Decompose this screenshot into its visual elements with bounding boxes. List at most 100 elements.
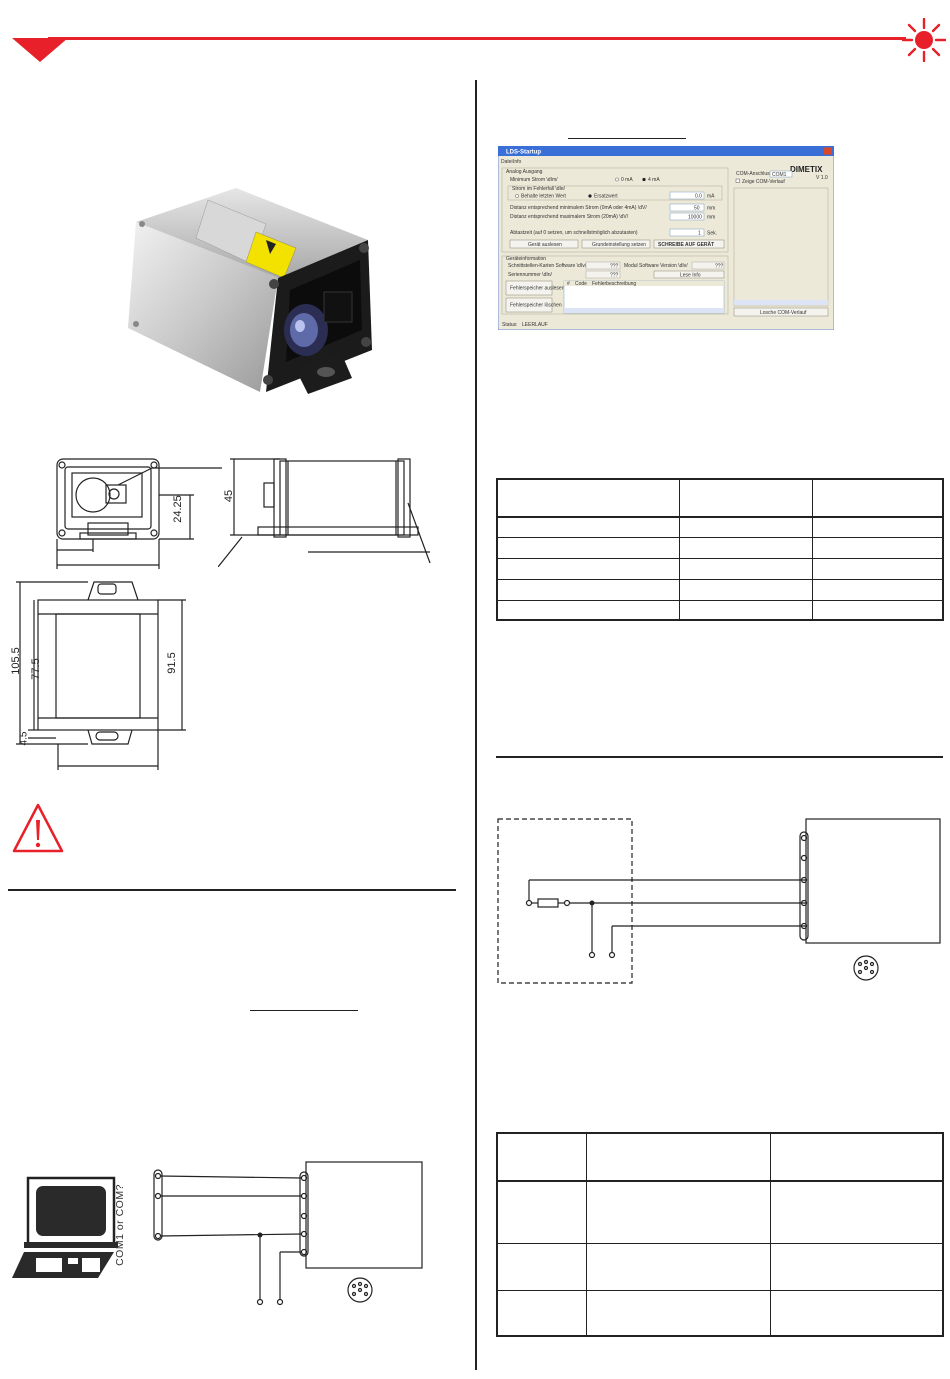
top-view-drawing xyxy=(16,581,186,770)
dist-max-value: 10000 xyxy=(688,215,702,221)
radio-0ma-label: 0 mA xyxy=(621,177,633,183)
error-read-button[interactable] xyxy=(505,280,553,296)
show-com-label: Zeige COM-Verlauf xyxy=(742,179,785,185)
status-value: LEERLAUF xyxy=(522,322,548,328)
error-col-code: Code xyxy=(575,281,587,287)
error-clear-button[interactable] xyxy=(505,297,553,313)
left-section-rule xyxy=(8,889,456,891)
module-value: ??? xyxy=(715,264,724,270)
dist-min-input[interactable] xyxy=(669,203,705,212)
com-port-select-label: COM-Anschluss: xyxy=(736,171,774,177)
com-port-value: COM1 xyxy=(772,172,787,178)
dist-max-label: Distanz entsprechend maximalem Strom (20… xyxy=(510,214,629,220)
radio-4ma[interactable] xyxy=(642,177,646,182)
read-device-button-label: Gerät auslesen xyxy=(528,242,562,248)
error-list[interactable] xyxy=(563,280,725,314)
read-info-button[interactable] xyxy=(653,270,725,279)
radio-replace-label: Ersatzwert xyxy=(594,194,618,200)
status-label: Status: xyxy=(502,322,518,328)
dist-max-unit: mm xyxy=(707,215,715,221)
com-port-label: COM1 or COM? xyxy=(114,1184,126,1266)
serial-label: Seriennummer \dIn/ xyxy=(508,272,553,278)
radio-4ma-label: 4 mA xyxy=(648,177,660,183)
menu-info[interactable]: Info xyxy=(513,159,522,165)
if-card-label: Schnittstellen-Karten Software \dIv/ xyxy=(508,263,587,269)
interval-label: Abtastzeit (auf 0 setzen, um schnellstmö… xyxy=(510,230,638,236)
read-device-button[interactable] xyxy=(509,239,579,249)
clear-com-button-label: Losche COM-Verlauf xyxy=(760,310,807,316)
replace-value-input[interactable] xyxy=(669,191,705,200)
dim-offset-label: 24.25 xyxy=(172,495,184,523)
warning-icon xyxy=(12,803,64,853)
table-row xyxy=(496,478,944,518)
serial-wiring-diagram xyxy=(153,1161,423,1306)
radio-replace[interactable] xyxy=(588,194,592,198)
right-section-rule xyxy=(496,756,943,758)
dim-total-length-label: 105.5 xyxy=(10,647,22,675)
radio-keep[interactable] xyxy=(515,194,519,198)
dim-height-label: 45 xyxy=(223,489,235,503)
dim-length-right-label: 91.5 xyxy=(166,652,178,674)
table-row xyxy=(496,557,944,580)
brand-logo: DIMETIX xyxy=(790,165,823,174)
laser-starburst-icon xyxy=(902,18,946,62)
serial-value: ??? xyxy=(610,273,619,279)
dist-min-unit: mm xyxy=(707,206,715,212)
dim-body-length-label: 77.5 xyxy=(30,658,42,680)
interval-input[interactable] xyxy=(669,228,705,237)
write-device-button[interactable] xyxy=(653,239,725,249)
com-log-panel[interactable] xyxy=(733,187,829,307)
replace-value: 0.0 xyxy=(695,194,702,200)
radio-0ma[interactable] xyxy=(615,177,619,182)
table-row xyxy=(496,599,944,621)
min-current-label: Minimum Strom \dIm/ xyxy=(510,177,558,183)
column-divider xyxy=(475,80,477,1370)
error-clear-button-label: Fehlerspeicher löschen xyxy=(510,303,562,309)
error-col-num: # xyxy=(567,281,570,287)
pin-assignment-table xyxy=(496,1132,944,1337)
front-view-drawing xyxy=(56,458,222,569)
info-group-label: Geräteinformation xyxy=(506,256,546,262)
table-row xyxy=(496,516,944,538)
side-view-drawing xyxy=(218,458,431,567)
analog-wiring-diagram xyxy=(497,818,941,984)
corner-triangle-icon xyxy=(12,38,68,62)
write-device-button-label: SCHREIBE AUF GERÄT xyxy=(658,241,714,248)
reset-defaults-button[interactable] xyxy=(581,239,651,249)
module-label: Modul Software Version \dIv/ xyxy=(624,263,688,269)
table-row xyxy=(496,578,944,601)
dist-min-value: 50 xyxy=(694,206,700,212)
window-title: LDS-Startup xyxy=(506,150,541,156)
error-read-button-label: Fehlerspeicher auslesen xyxy=(510,286,565,292)
replace-unit: mA xyxy=(707,194,715,200)
interval-unit: Sek. xyxy=(707,231,717,237)
software-window-render: LDS-Startup Datei Info Analog Ausgang Mi… xyxy=(498,146,834,330)
header-rule xyxy=(48,37,906,40)
read-info-button-label: Lese Info xyxy=(680,272,701,278)
table-row xyxy=(496,536,944,559)
dist-max-input[interactable] xyxy=(669,212,705,221)
right-link-underline xyxy=(568,138,686,139)
com-port-select[interactable] xyxy=(769,170,793,178)
software-window: LDS-Startup Datei Info Analog Ausgang Mi… xyxy=(498,146,834,330)
show-com-checkbox[interactable] xyxy=(735,178,740,183)
radio-keep-label: Behalte letzten Wert xyxy=(521,194,567,200)
table-row xyxy=(496,1242,944,1291)
table-row xyxy=(496,1132,944,1182)
analog-group-label: Analog Ausgang xyxy=(506,169,543,175)
left-link-underline xyxy=(250,1010,358,1011)
if-card-value: ??? xyxy=(610,264,619,270)
menu-file[interactable]: Datei xyxy=(501,159,513,165)
clear-com-button[interactable] xyxy=(733,307,829,317)
table-row xyxy=(496,1289,944,1337)
dist-min-label: Distanz entsprechend minimalem Strom (0m… xyxy=(510,205,647,211)
reset-defaults-button-label: Grundeinstellung setzen xyxy=(592,242,646,248)
product-photo xyxy=(128,188,372,394)
table-row xyxy=(496,1180,944,1244)
specification-table xyxy=(496,478,944,621)
pc-icon xyxy=(12,1176,118,1278)
interval-value: 1 xyxy=(698,231,701,237)
version-label: V 1.0 xyxy=(816,175,828,181)
error-group-label: Strom im Fehlerfall \dIe/ xyxy=(512,186,566,192)
error-col-desc: Fehlerbeschreibung xyxy=(592,281,636,287)
